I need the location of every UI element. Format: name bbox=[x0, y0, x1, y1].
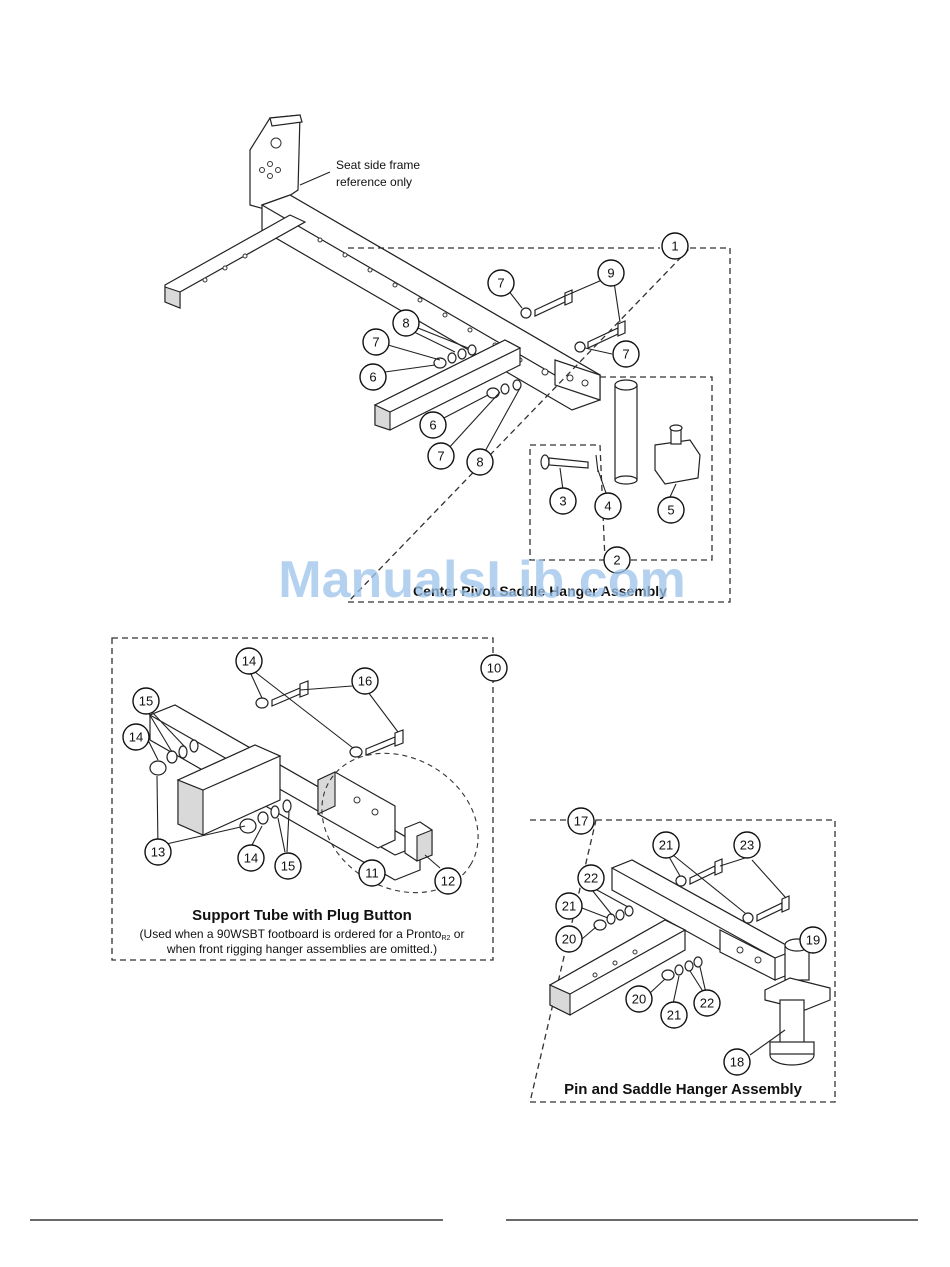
callout-21: 21 bbox=[555, 892, 583, 920]
callout-14: 14 bbox=[237, 844, 265, 872]
callout-19: 19 bbox=[799, 926, 827, 954]
svg-text:14: 14 bbox=[244, 851, 258, 866]
svg-text:13: 13 bbox=[151, 845, 165, 860]
callout-20: 20 bbox=[555, 925, 583, 953]
callout-5: 5 bbox=[657, 496, 685, 524]
callout-8: 8 bbox=[466, 448, 494, 476]
svg-text:8: 8 bbox=[476, 455, 483, 470]
svg-text:3: 3 bbox=[559, 494, 566, 509]
callout-10: 10 bbox=[480, 654, 508, 682]
callout-7: 7 bbox=[612, 340, 640, 368]
callout-14: 14 bbox=[122, 723, 150, 751]
svg-text:7: 7 bbox=[497, 276, 504, 291]
svg-text:20: 20 bbox=[562, 932, 576, 947]
callout-21: 21 bbox=[652, 831, 680, 859]
callout-15: 15 bbox=[132, 687, 160, 715]
center-pivot-assembly-box bbox=[346, 247, 731, 603]
support-tube-title: Support Tube with Plug Button bbox=[192, 907, 412, 924]
callout-7: 7 bbox=[362, 328, 390, 356]
callout-23: 23 bbox=[733, 831, 761, 859]
support-tube-note-line2: when front rigging hanger assemblies are… bbox=[166, 942, 437, 956]
svg-text:10: 10 bbox=[487, 661, 501, 676]
svg-text:12: 12 bbox=[441, 874, 455, 889]
callout-3: 3 bbox=[549, 487, 577, 515]
svg-text:16: 16 bbox=[358, 674, 372, 689]
svg-text:21: 21 bbox=[659, 838, 673, 853]
svg-text:22: 22 bbox=[700, 996, 714, 1011]
svg-text:6: 6 bbox=[369, 370, 376, 385]
support-tube-drawing bbox=[148, 680, 479, 894]
callout-20: 20 bbox=[625, 985, 653, 1013]
callout-15: 15 bbox=[274, 852, 302, 880]
callout-9: 9 bbox=[597, 259, 625, 287]
svg-text:17: 17 bbox=[574, 814, 588, 829]
svg-text:21: 21 bbox=[562, 899, 576, 914]
top-leaders bbox=[299, 171, 677, 498]
svg-text:4: 4 bbox=[604, 499, 611, 514]
svg-text:7: 7 bbox=[437, 449, 444, 464]
support-leaders bbox=[147, 671, 441, 869]
callout-6: 6 bbox=[359, 363, 387, 391]
callout-22: 22 bbox=[577, 864, 605, 892]
svg-text:18: 18 bbox=[730, 1055, 744, 1070]
center-pivot-hardware bbox=[373, 289, 701, 485]
saddle-sub-assembly-box bbox=[529, 376, 713, 561]
callout-16: 16 bbox=[351, 667, 379, 695]
support-tube-note-line1: (Used when a 90WSBT footboard is ordered… bbox=[140, 927, 465, 942]
svg-text:6: 6 bbox=[429, 418, 436, 433]
svg-text:22: 22 bbox=[584, 871, 598, 886]
support-tube-assembly-box bbox=[111, 637, 494, 961]
callout-2: 2 bbox=[603, 546, 631, 574]
svg-text:15: 15 bbox=[139, 694, 153, 709]
callout-17: 17 bbox=[567, 807, 595, 835]
pin-saddle-leaders bbox=[581, 854, 813, 1056]
callout-12: 12 bbox=[434, 867, 462, 895]
svg-text:8: 8 bbox=[402, 316, 409, 331]
svg-text:11: 11 bbox=[365, 866, 379, 881]
pin-saddle-title: Pin and Saddle Hanger Assembly bbox=[564, 1081, 803, 1098]
svg-text:9: 9 bbox=[607, 266, 614, 281]
svg-text:7: 7 bbox=[622, 347, 629, 362]
callout-6: 6 bbox=[419, 411, 447, 439]
callout-21: 21 bbox=[660, 1001, 688, 1029]
svg-text:21: 21 bbox=[667, 1008, 681, 1023]
callout-22: 22 bbox=[693, 989, 721, 1017]
svg-text:5: 5 bbox=[667, 503, 674, 518]
callout-14: 14 bbox=[235, 647, 263, 675]
svg-text:20: 20 bbox=[632, 992, 646, 1007]
pin-saddle-assembly-box bbox=[529, 819, 836, 1103]
pin-saddle-drawing bbox=[548, 858, 831, 1066]
svg-text:19: 19 bbox=[806, 933, 820, 948]
svg-text:14: 14 bbox=[242, 654, 256, 669]
callout-7: 7 bbox=[427, 442, 455, 470]
svg-text:7: 7 bbox=[372, 335, 379, 350]
center-pivot-title: Center Pivot Saddle Hanger Assembly bbox=[413, 583, 667, 599]
svg-text:2: 2 bbox=[613, 553, 620, 568]
watermark: ManualsLib.com bbox=[278, 551, 685, 609]
svg-text:15: 15 bbox=[281, 859, 295, 874]
callout-13: 13 bbox=[144, 838, 172, 866]
svg-text:23: 23 bbox=[740, 838, 754, 853]
callout-4: 4 bbox=[594, 492, 622, 520]
svg-text:14: 14 bbox=[129, 730, 143, 745]
frame-reference-line1: Seat side frame bbox=[336, 158, 420, 172]
svg-text:1: 1 bbox=[671, 239, 678, 254]
callout-18: 18 bbox=[723, 1048, 751, 1076]
callout-7: 7 bbox=[487, 269, 515, 297]
callout-11: 11 bbox=[358, 859, 386, 887]
frame-reference-line2: reference only bbox=[336, 175, 412, 189]
callout-8: 8 bbox=[392, 309, 420, 337]
callout-1: 1 bbox=[661, 232, 689, 260]
